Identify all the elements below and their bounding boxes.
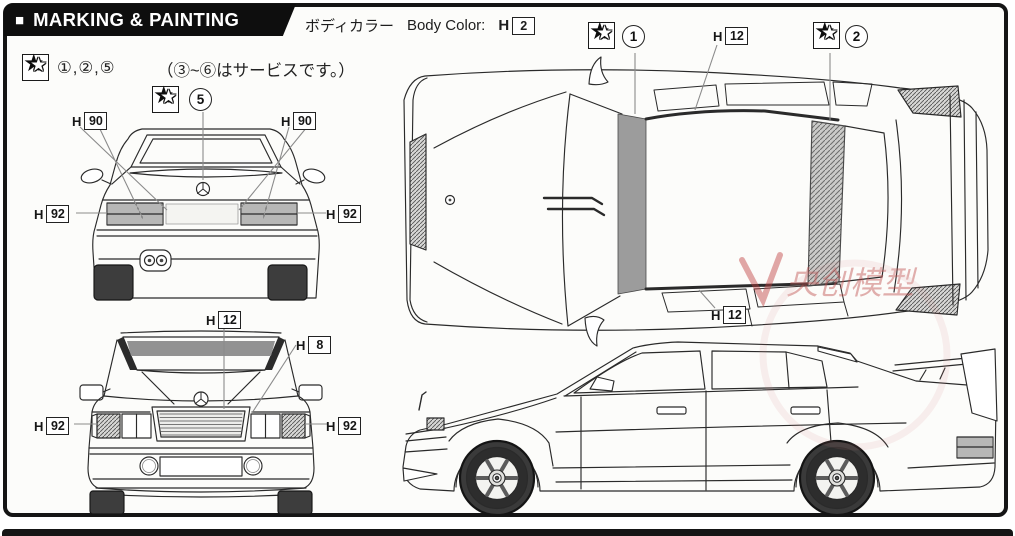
body-color-note: ボディカラー Body Color: H 2 — [305, 15, 536, 36]
section-header: ■ MARKING & PAINTING — [4, 4, 296, 36]
watermark-text: 央创模型 — [786, 264, 918, 302]
star-icon: ★★ — [22, 50, 49, 81]
marker-1: 1 — [622, 25, 645, 48]
star-icon: ★★ — [152, 82, 179, 113]
body-color-jp: ボディカラー — [305, 18, 394, 35]
marker-2: 2 — [845, 25, 868, 48]
side-view-drawing — [402, 341, 998, 517]
top-view-drawing — [403, 56, 989, 347]
marker-5: 5 — [189, 88, 212, 111]
front-view-drawing — [79, 330, 323, 515]
watermark-circle — [759, 259, 951, 451]
watermark-check-icon — [739, 252, 783, 308]
paint-code-box: 2 — [512, 16, 536, 35]
leader-lines — [74, 44, 831, 425]
legend-note: （③~⑥はサービスです。） — [157, 62, 355, 80]
legend-markers: ①,②,⑤ — [57, 59, 116, 77]
bullet-square-icon: ■ — [15, 11, 25, 29]
body-color-en: Body Color: — [406, 17, 486, 34]
next-panel-edge — [2, 529, 1013, 536]
section-title: MARKING & PAINTING — [33, 9, 240, 30]
watermark: 央创模型 — [739, 252, 951, 451]
rear-view-drawing — [80, 128, 326, 301]
star-icon: ★★ — [588, 18, 615, 49]
paint-prefix: H — [498, 17, 510, 34]
star-icon: ★★ — [813, 18, 840, 49]
